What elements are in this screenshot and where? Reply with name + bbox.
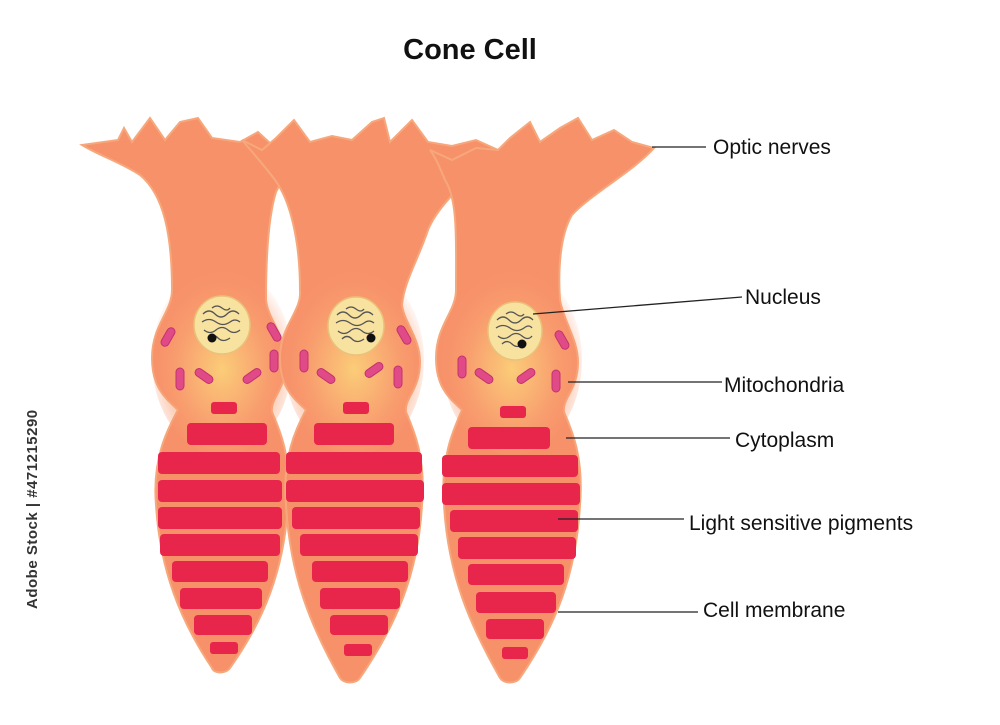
cone-cell-3	[429, 116, 656, 684]
cone-cell-1	[79, 116, 292, 674]
label-mitochondria: Mitochondria	[724, 374, 845, 397]
leader-lines	[532, 146, 743, 613]
pigment-stack	[442, 406, 580, 659]
cytoplasm-glow	[152, 265, 292, 455]
cone-cell-2	[241, 116, 500, 684]
label-cell-membrane: Cell membrane	[703, 599, 846, 622]
diagram-title: Cone Cell	[403, 34, 537, 66]
mitochondria-group	[457, 330, 570, 393]
mitochondria-group	[160, 322, 282, 391]
label-optic-nerves: Optic nerves	[713, 136, 831, 159]
label-cytoplasm: Cytoplasm	[735, 429, 835, 452]
pigment-stack	[158, 402, 282, 654]
mitochondria-group	[299, 325, 412, 389]
label-light-sensitive-pigments: Light sensitive pigments	[689, 512, 914, 535]
stock-credit-text: Adobe Stock | #471215290	[24, 409, 41, 609]
nucleus	[487, 301, 543, 361]
pigment-stack	[286, 402, 424, 656]
cytoplasm-glow	[284, 265, 424, 455]
nucleus	[327, 296, 385, 356]
leader-line-nucleus	[532, 296, 743, 315]
label-nucleus: Nucleus	[745, 286, 821, 309]
nucleus	[193, 295, 251, 355]
